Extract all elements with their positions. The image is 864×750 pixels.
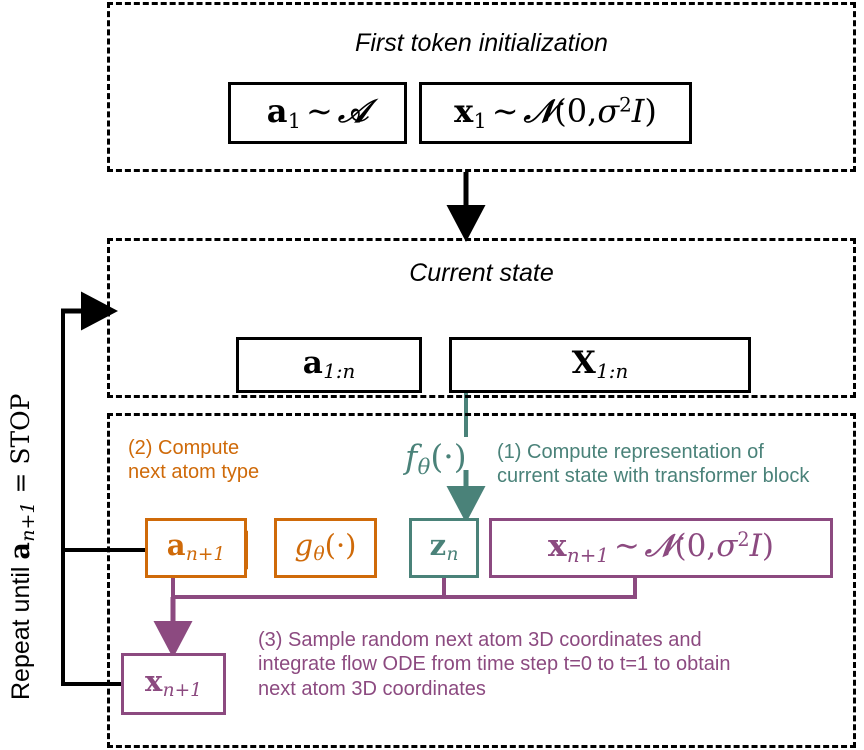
initial-atom-type-formula: a1∼𝒜 bbox=[266, 91, 369, 133]
box-current-coords: X1:n bbox=[449, 337, 751, 393]
loop-caption-prefix: Repeat until bbox=[7, 559, 35, 700]
current-coords-formula: X1:n bbox=[571, 344, 629, 384]
box-next-atom-type: an+1 bbox=[145, 518, 247, 578]
stage-first-token-initialization: First token initialization bbox=[107, 2, 856, 172]
box-noise-coords: xn+1∼𝒩(0,σ2I) bbox=[489, 518, 833, 578]
note-compute-next-atom-type: (2) Compute next atom type bbox=[128, 437, 260, 484]
latent-representation-formula: zn bbox=[429, 528, 459, 566]
stage-next-token-generation bbox=[107, 413, 856, 748]
next-atom-type-formula: an+1 bbox=[166, 528, 226, 566]
next-coords-formula: xn+1 bbox=[145, 664, 202, 702]
box-atom-head-function: gθ(·) bbox=[274, 518, 377, 578]
box-current-atom-types: a1:n bbox=[236, 337, 422, 393]
box-initial-atom-type: a1∼𝒜 bbox=[228, 82, 407, 144]
loop-repeat-caption: Repeat until an+1 = STOP bbox=[5, 393, 40, 700]
noise-coords-formula: xn+1∼𝒩(0,σ2I) bbox=[548, 528, 774, 567]
loop-caption-symbol: a bbox=[5, 542, 36, 560]
initial-coords-formula: x1∼𝒩(0,σ2I) bbox=[454, 91, 657, 133]
stage1-title: First token initialization bbox=[355, 29, 608, 57]
stage-current-state: Current state bbox=[107, 238, 856, 398]
box-latent-representation: zn bbox=[409, 518, 479, 578]
box-next-coords: xn+1 bbox=[121, 653, 226, 715]
current-atom-types-formula: a1:n bbox=[302, 344, 356, 384]
atom-head-function-formula: gθ(·) bbox=[294, 528, 357, 566]
loop-caption-suffix: = STOP bbox=[6, 393, 35, 502]
note-sample-and-integrate: (3) Sample random next atom 3D coordinat… bbox=[258, 629, 731, 700]
label-transformer-function: fθ(·) bbox=[405, 437, 467, 479]
note-compute-representation: (1) Compute representation of current st… bbox=[497, 441, 810, 488]
stage2-title: Current state bbox=[409, 259, 554, 287]
box-initial-coords: x1∼𝒩(0,σ2I) bbox=[419, 82, 692, 144]
loop-caption-symbol-sub: n+1 bbox=[17, 501, 40, 542]
